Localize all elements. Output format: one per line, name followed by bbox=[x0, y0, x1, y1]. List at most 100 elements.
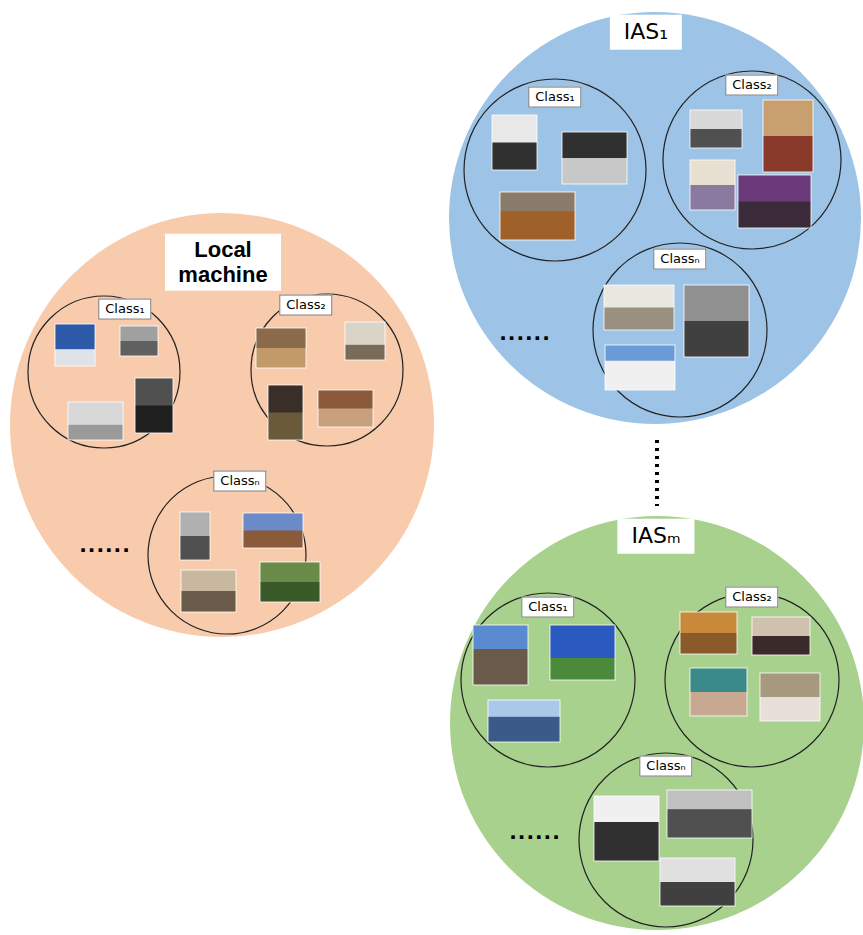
photo-top bbox=[268, 385, 303, 440]
photo-bottom bbox=[55, 349, 95, 366]
photo-top bbox=[500, 192, 575, 240]
photo-top bbox=[594, 796, 659, 861]
photo-frame bbox=[256, 328, 306, 368]
class-circle: Class₂ bbox=[662, 70, 842, 250]
photo-thumbnail bbox=[488, 700, 560, 742]
label-holder: ...... bbox=[499, 321, 551, 345]
label-holder: IAS₁ bbox=[610, 15, 682, 50]
photo-frame bbox=[260, 562, 320, 602]
class-label: Class₂ bbox=[725, 587, 778, 608]
photo-bottom bbox=[690, 692, 747, 716]
label-holder: ...... bbox=[79, 533, 131, 557]
group-label: IAS₁ bbox=[610, 15, 682, 50]
label-holder: Classₙ bbox=[653, 249, 706, 270]
label-holder: Classₙ bbox=[213, 471, 266, 492]
photo-frame bbox=[680, 612, 737, 654]
photo-bottom bbox=[260, 582, 320, 602]
photo-bottom bbox=[488, 717, 560, 742]
label-holder: IASₘ bbox=[617, 519, 694, 554]
circle-shape bbox=[449, 12, 861, 424]
circle-shape bbox=[663, 71, 841, 249]
photo-frame bbox=[604, 285, 674, 330]
circle-outline bbox=[448, 11, 862, 425]
photo-thumbnail bbox=[550, 625, 615, 680]
photo-bottom bbox=[68, 425, 123, 440]
photo-frame bbox=[180, 512, 210, 560]
photo-bottom bbox=[500, 211, 575, 240]
photo-top bbox=[120, 326, 158, 356]
photo-bottom bbox=[594, 822, 659, 861]
photo-top bbox=[605, 345, 675, 390]
photo-bottom bbox=[492, 143, 537, 171]
photo-top bbox=[550, 625, 615, 680]
photo-top bbox=[752, 617, 810, 655]
photo-thumbnail bbox=[594, 796, 659, 861]
photo-frame bbox=[605, 345, 675, 390]
photo-bottom bbox=[605, 361, 675, 390]
photo-thumbnail bbox=[318, 390, 373, 427]
photo-bottom bbox=[562, 158, 627, 184]
photo-frame bbox=[181, 570, 236, 612]
class-circle: Class₁ bbox=[460, 592, 636, 768]
photo-frame bbox=[752, 617, 810, 655]
circle-shape bbox=[593, 243, 767, 417]
photo-top bbox=[690, 668, 747, 716]
class-circle: Class₁ bbox=[27, 295, 181, 449]
label-holder: Class₂ bbox=[725, 75, 778, 96]
photo-bottom bbox=[660, 882, 735, 906]
photo-bottom bbox=[667, 809, 752, 838]
photo-top bbox=[260, 562, 320, 602]
photo-bottom bbox=[680, 633, 737, 654]
photo-group bbox=[55, 100, 820, 906]
photo-frame bbox=[488, 700, 560, 742]
photo-bottom bbox=[268, 413, 303, 441]
photo-top bbox=[135, 378, 173, 433]
photo-top bbox=[684, 285, 749, 357]
photo-thumbnail bbox=[763, 100, 813, 172]
photo-top bbox=[256, 328, 306, 368]
photo-top bbox=[243, 513, 303, 548]
class-circle: Classₙ bbox=[147, 475, 307, 635]
circle-outline bbox=[460, 592, 636, 768]
photo-frame bbox=[690, 160, 735, 210]
photo-top bbox=[660, 858, 735, 906]
photo-thumbnail bbox=[55, 324, 95, 366]
photo-frame bbox=[135, 378, 173, 433]
label-holder: Class₂ bbox=[725, 587, 778, 608]
photo-bottom bbox=[181, 591, 236, 612]
photo-top bbox=[667, 790, 752, 838]
photo-thumbnail bbox=[690, 668, 747, 716]
photo-top bbox=[562, 132, 627, 184]
circle-shape bbox=[464, 79, 646, 261]
photo-frame bbox=[243, 513, 303, 548]
photo-top bbox=[492, 115, 537, 170]
class-label: Class₂ bbox=[725, 75, 778, 96]
class-label: Classₙ bbox=[653, 249, 706, 270]
photo-frame bbox=[318, 390, 373, 427]
photo-thumbnail bbox=[680, 612, 737, 654]
photo-thumbnail bbox=[260, 562, 320, 602]
photo-top bbox=[738, 175, 811, 228]
photo-thumbnail bbox=[135, 378, 173, 433]
group-label: IASₘ bbox=[617, 519, 694, 554]
photo-frame bbox=[763, 100, 813, 172]
photo-bottom bbox=[120, 341, 158, 356]
photo-thumbnail bbox=[752, 617, 810, 655]
class-label: Class₁ bbox=[528, 87, 581, 108]
photo-thumbnail bbox=[500, 192, 575, 240]
photo-bottom bbox=[180, 536, 210, 560]
class-circle: Class₁ bbox=[463, 78, 647, 262]
photo-top bbox=[55, 324, 95, 366]
photo-frame bbox=[55, 324, 95, 366]
photo-frame bbox=[660, 858, 735, 906]
photo-thumbnail bbox=[120, 326, 158, 356]
label-holder: Class₁ bbox=[98, 299, 151, 320]
photo-thumbnail bbox=[760, 673, 820, 721]
photo-top bbox=[318, 390, 373, 427]
circle-outline bbox=[250, 293, 404, 447]
circle-outline bbox=[578, 752, 754, 928]
circle-outline bbox=[147, 475, 307, 635]
photo-thumbnail bbox=[667, 790, 752, 838]
circle-shape bbox=[665, 593, 839, 767]
